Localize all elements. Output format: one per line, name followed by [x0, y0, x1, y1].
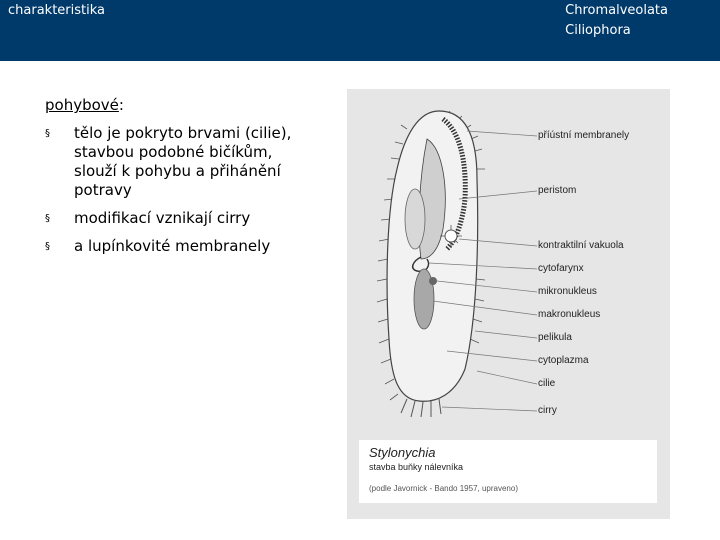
header-bar: charakteristika Chromalveolata Ciliophor… [0, 0, 720, 61]
bullet-marker: § [45, 124, 50, 143]
bullet-item: § tělo je pokryto brvami (cilie), stavbou… [45, 124, 295, 200]
bullet-text: tělo je pokryto brvami (cilie), stavbou … [74, 124, 291, 199]
label-cirry: cirry [538, 405, 557, 416]
label-cytofarynx: cytofarynx [538, 263, 584, 274]
section-title-word: pohybové [45, 96, 119, 114]
bullet-marker: § [45, 237, 50, 256]
caption-subtitle: stavba buňky nálevníka [369, 462, 463, 472]
bullet-item: § a lupínkovité membranely [45, 237, 295, 256]
header-taxonomy: Chromalveolata Ciliophora [565, 1, 668, 41]
caption-source: (podle Javornick - Bando 1957, upraveno) [369, 484, 518, 493]
micronucleus [429, 277, 437, 285]
bullet-marker: § [45, 209, 50, 228]
label-mikronukleus: mikronukleus [538, 286, 597, 297]
bullet-text: modifikací vznikají cirry [74, 209, 250, 227]
bullet-list: § tělo je pokryto brvami (cilie), stavbou… [45, 124, 295, 265]
header-taxon-2: Ciliophora [565, 21, 668, 41]
inner-oval [405, 189, 425, 249]
figure-caption: Stylonychia stavba buňky nálevníka (podl… [359, 440, 657, 503]
section-title-colon: : [119, 96, 124, 114]
stylonychia-figure: příústní membranely peristom kontraktiln… [347, 89, 670, 519]
section-title: pohybové: [45, 95, 124, 115]
caption-title: Stylonychia [369, 445, 435, 460]
bullet-text: a lupínkovité membranely [74, 237, 270, 255]
bullet-item: § modifikací vznikají cirry [45, 209, 295, 228]
header-taxon-1: Chromalveolata [565, 1, 668, 21]
label-cytoplazma: cytoplazma [538, 355, 589, 366]
label-peristom: peristom [538, 185, 576, 196]
label-kontraktilni-vakuola: kontraktilní vakuola [538, 240, 624, 251]
label-cilie: cilie [538, 378, 555, 389]
header-title: charakteristika [8, 1, 105, 21]
label-membranely: příústní membranely [538, 130, 629, 141]
label-pelikula: pelikula [538, 332, 572, 343]
label-makronukleus: makronukleus [538, 309, 600, 320]
